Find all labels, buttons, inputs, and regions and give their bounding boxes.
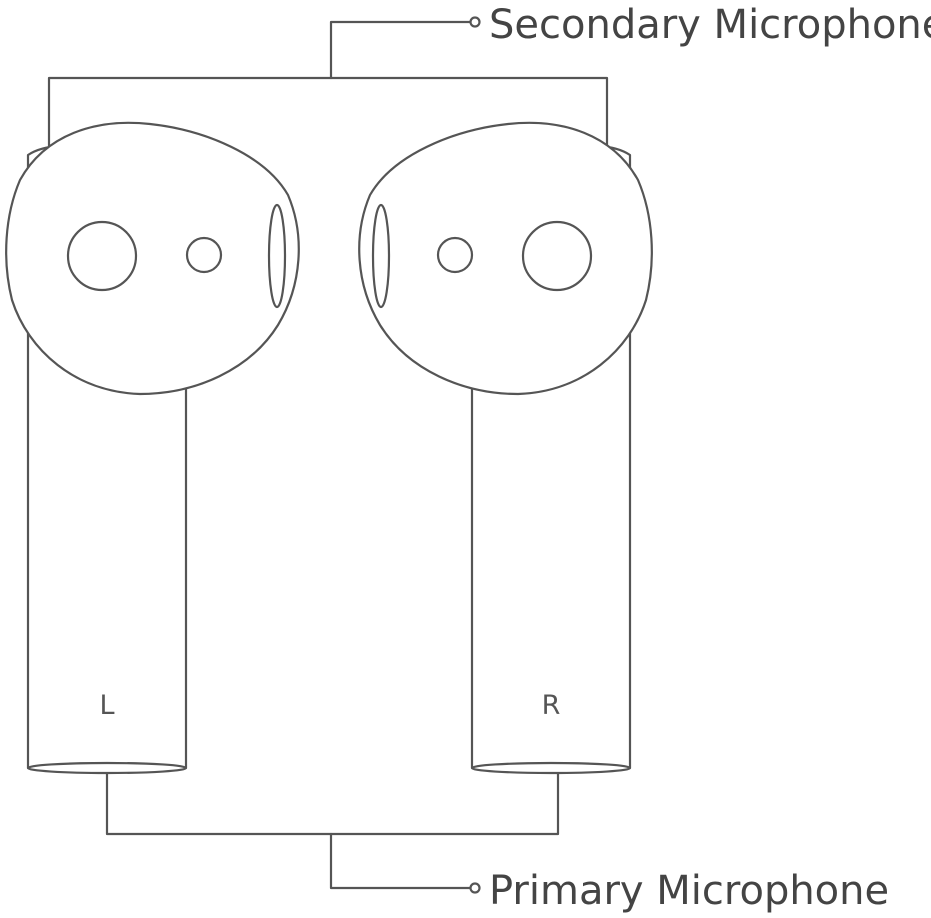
left-sensor-slot (267, 203, 287, 309)
right-earbud-head (358, 121, 653, 396)
right-speaker-grille-small (436, 236, 474, 274)
right-earbud-label: R (542, 690, 561, 721)
right-earbud (358, 121, 653, 775)
left-speaker-grille-small (185, 236, 223, 274)
right-stem-bottom (470, 761, 632, 775)
primary-microphone-label: Primary Microphone (489, 868, 889, 914)
left-earbud (5, 121, 300, 775)
secondary-microphone-leader (47, 16, 609, 150)
right-speaker-grille-large (521, 220, 593, 292)
left-earbud-head (5, 121, 300, 396)
left-speaker-grille-large (66, 220, 138, 292)
secondary-microphone-label: Secondary Microphone (489, 2, 931, 48)
left-earbud-label: L (99, 690, 114, 721)
left-stem-bottom (26, 761, 188, 775)
primary-microphone-leader (105, 768, 560, 894)
right-sensor-slot (371, 203, 391, 309)
